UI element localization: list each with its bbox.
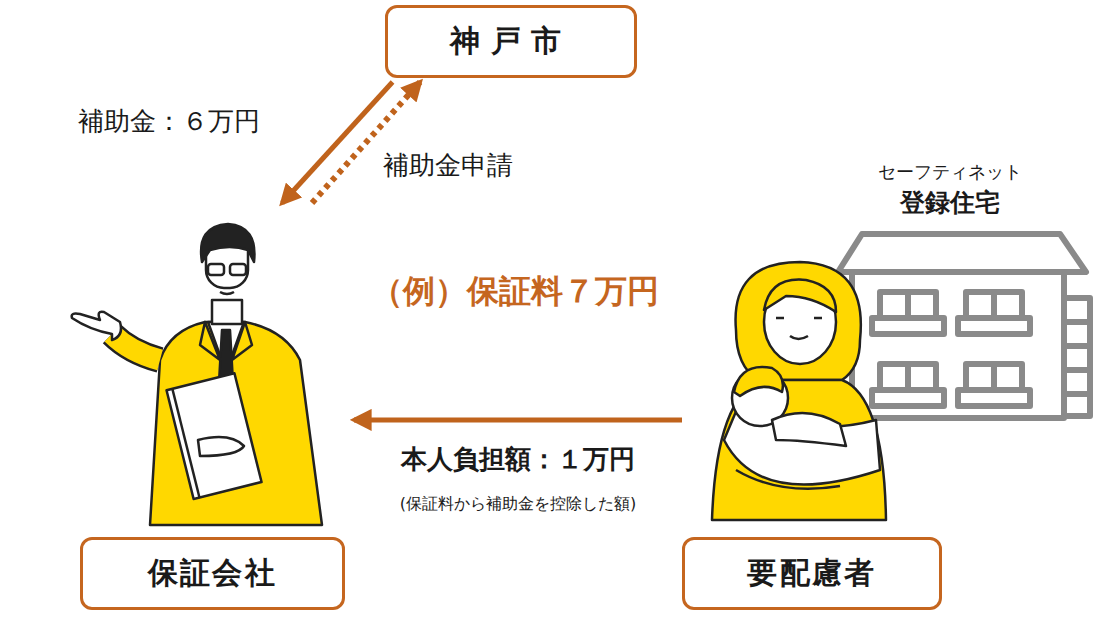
guarantor-illustration bbox=[72, 224, 322, 525]
label-box: 神戸市 bbox=[385, 5, 637, 78]
label-box: 保証会社 bbox=[80, 537, 345, 610]
house-label: 登録住宅 bbox=[900, 186, 1000, 219]
edge-label: 補助金：６万円 bbox=[75, 104, 263, 139]
actor-name: 神戸市 bbox=[450, 21, 572, 62]
footnote: (保証料から補助金を控除した額) bbox=[400, 494, 636, 515]
actor-name: 保証会社 bbox=[148, 553, 278, 594]
edge-label: 本人負担額：１万円 bbox=[398, 442, 638, 477]
actor-node: 神戸市 bbox=[385, 5, 637, 78]
example-note: （例）保証料７万円 bbox=[371, 270, 659, 314]
flow-arrow bbox=[354, 417, 682, 422]
house-label: セーフティネット bbox=[878, 160, 1022, 184]
mother-illustration bbox=[712, 262, 886, 520]
actor-name: 要配慮者 bbox=[747, 553, 877, 594]
edge-label: 補助金申請 bbox=[380, 148, 516, 183]
actor-node: 要配慮者 bbox=[680, 255, 945, 612]
house-illustration bbox=[838, 234, 1090, 418]
flow-arrow bbox=[282, 82, 392, 203]
dotted-arrow bbox=[312, 82, 420, 203]
label-box: 要配慮者 bbox=[682, 537, 942, 610]
actor-node: 保証会社 bbox=[60, 205, 350, 612]
